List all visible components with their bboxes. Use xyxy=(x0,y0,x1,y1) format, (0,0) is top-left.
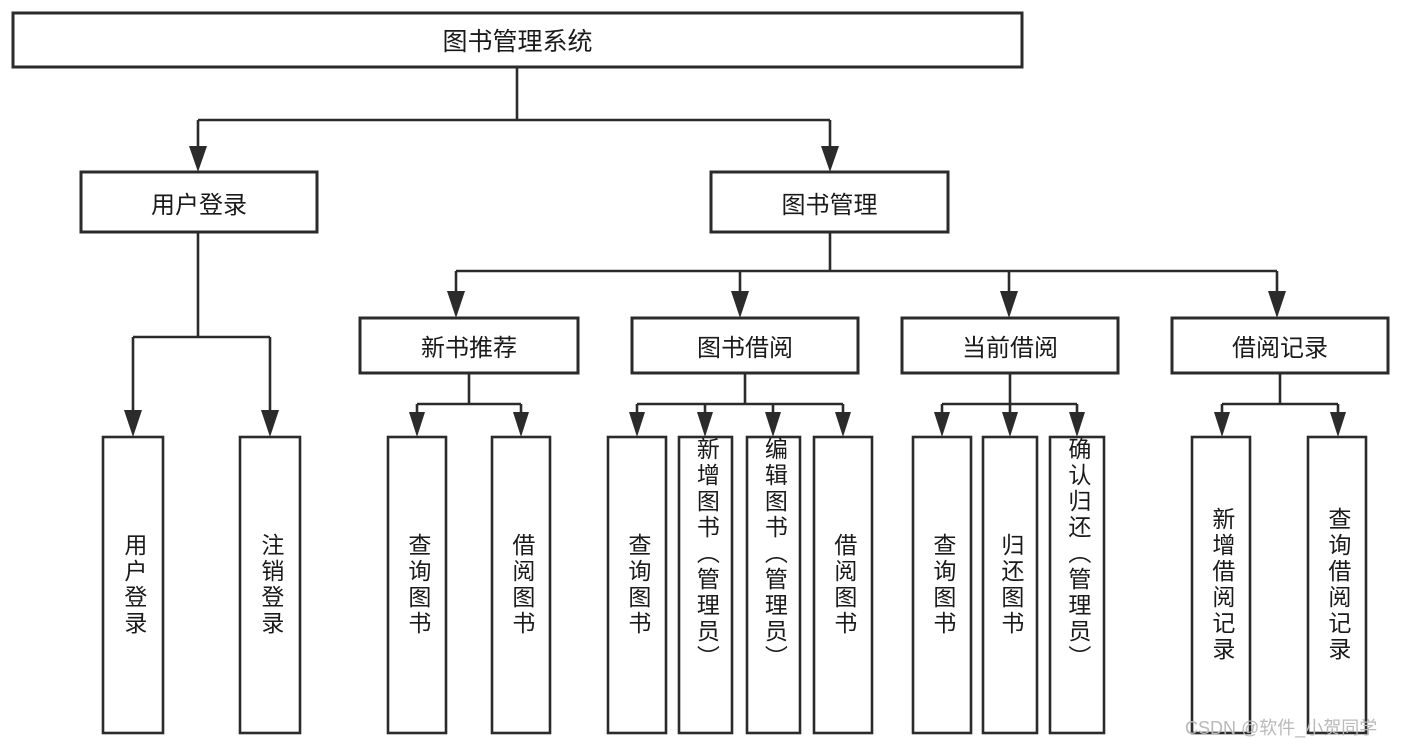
arrow-head-leaf-query-borrow-record xyxy=(1330,412,1346,437)
arrow-head-leaf-logout-login xyxy=(261,410,279,437)
arrow-head-new-book-recommend xyxy=(447,291,465,318)
node-leaf-borrow-book-1[interactable] xyxy=(490,435,552,735)
connector-group-current-borrow xyxy=(934,373,1085,437)
connector-group-root xyxy=(189,67,839,172)
connector-group-book-borrow xyxy=(629,373,851,437)
node-leaf-query-book-3[interactable] xyxy=(911,435,973,735)
node-new-book-recommend[interactable] xyxy=(358,316,580,375)
node-leaf-query-book-2[interactable] xyxy=(606,435,668,735)
node-borrow-record[interactable] xyxy=(1170,316,1390,375)
node-leaf-add-borrow-record[interactable] xyxy=(1190,435,1252,735)
connector-group-new-book-recommend xyxy=(409,373,529,437)
node-leaf-user-login[interactable] xyxy=(101,435,165,735)
arrow-head-leaf-return-book xyxy=(1002,412,1018,437)
arrow-head-leaf-add-book-admin xyxy=(697,412,713,437)
arrow-head-book-management xyxy=(821,146,839,172)
arrow-head-leaf-add-borrow-record xyxy=(1214,412,1230,437)
node-leaf-edit-book-admin[interactable] xyxy=(745,435,802,735)
node-user-login[interactable] xyxy=(79,170,319,234)
node-book-borrow[interactable] xyxy=(630,316,860,375)
arrow-head-leaf-query-book-3 xyxy=(934,412,950,437)
node-leaf-query-borrow-record[interactable] xyxy=(1306,435,1368,735)
connector-group-borrow-record xyxy=(1214,373,1346,437)
arrow-head-leaf-user-login xyxy=(124,410,142,437)
node-leaf-confirm-return-admin[interactable] xyxy=(1048,435,1106,735)
arrow-head-book-borrow xyxy=(731,291,749,318)
node-leaf-borrow-book-2[interactable] xyxy=(812,435,874,735)
node-root[interactable] xyxy=(11,11,1024,69)
arrow-head-leaf-query-book-2 xyxy=(629,412,645,437)
node-leaf-add-book-admin[interactable] xyxy=(677,435,734,735)
node-leaf-query-book-1[interactable] xyxy=(386,435,448,735)
arrow-head-leaf-confirm-return-admin xyxy=(1069,412,1085,437)
arrow-head-current-borrow xyxy=(1000,291,1018,318)
arrow-head-user-login xyxy=(189,146,207,172)
arrow-head-leaf-borrow-book-2 xyxy=(835,412,851,437)
arrow-head-leaf-edit-book-admin xyxy=(765,412,781,437)
node-leaf-return-book[interactable] xyxy=(981,435,1039,735)
arrow-head-borrow-record xyxy=(1268,291,1286,318)
connector-group-user-login xyxy=(124,232,279,437)
connector-group-book-management xyxy=(447,232,1286,318)
node-leaf-logout-login[interactable] xyxy=(238,435,302,735)
node-book-management[interactable] xyxy=(709,170,950,234)
arrow-head-leaf-query-book-1 xyxy=(409,412,425,437)
node-current-borrow[interactable] xyxy=(900,316,1120,375)
arrow-head-leaf-borrow-book-1 xyxy=(513,412,529,437)
